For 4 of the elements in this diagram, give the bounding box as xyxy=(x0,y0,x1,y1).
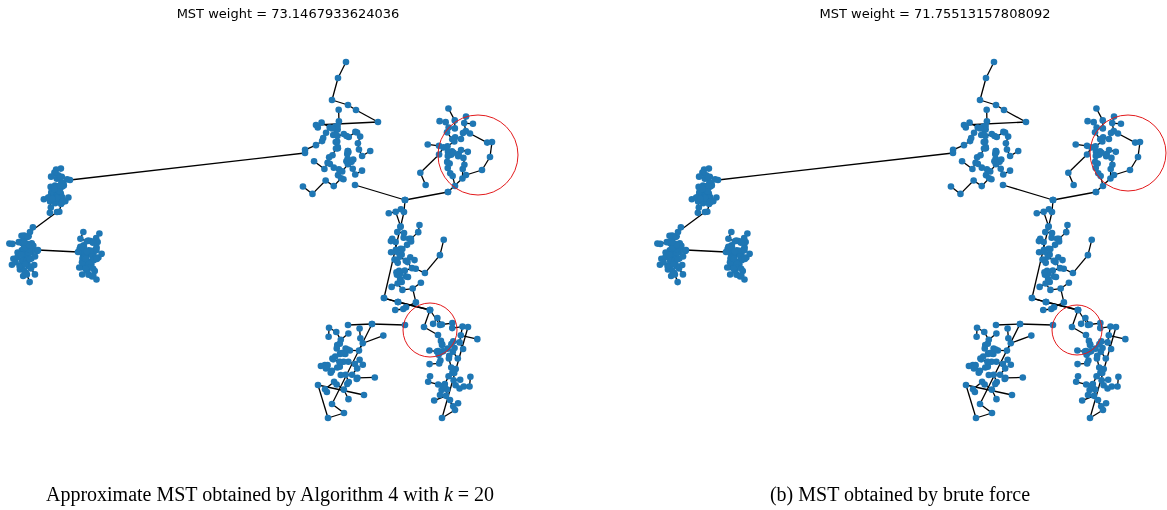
figure-caption: Approximate MST obtained by Algorithm 4 with k = 20 xyxy=(45,483,495,506)
plot-title: MST weight = 71.75513157808092 xyxy=(819,6,1051,21)
figure-caption: (b) MST obtained by brute force xyxy=(769,483,1031,506)
plot-title: MST weight = 73.1467933624036 xyxy=(176,6,400,21)
